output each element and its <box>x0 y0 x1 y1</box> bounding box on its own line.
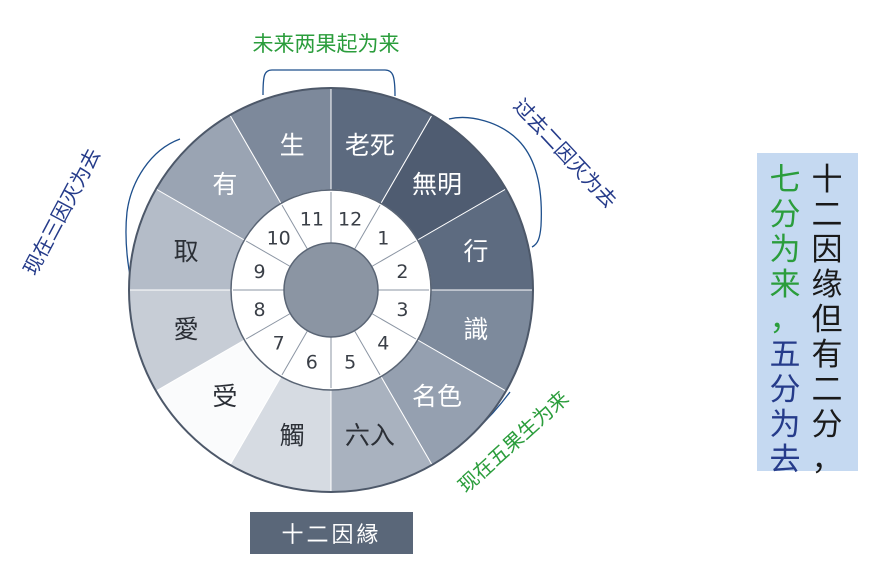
side-note-char: 二 <box>811 372 843 408</box>
side-note-panel: 十二因缘但有二分， 七分为来，五分为去 <box>757 153 858 478</box>
inner-divider <box>354 330 381 376</box>
hub-circle <box>283 242 379 338</box>
outer-segment-label: 老死 <box>345 131 395 160</box>
outer-segment-label: 愛 <box>174 315 199 344</box>
outer-segment-label: 六入 <box>345 421 395 450</box>
outer-segment-label: 觸 <box>280 421 305 450</box>
inner-number: 12 <box>338 209 362 231</box>
inner-divider <box>354 204 381 250</box>
side-note-char: 分 <box>811 407 843 443</box>
side-note-char-green: 来 <box>769 267 801 303</box>
side-note-char-navy: 去 <box>769 442 801 478</box>
inner-number: 7 <box>273 332 285 354</box>
diagram-title: 十二因縁 <box>250 512 413 554</box>
side-note-char-green: 为 <box>769 232 801 268</box>
inner-divider <box>281 204 308 250</box>
annotation-top: 未来两果起为来 <box>253 32 400 56</box>
annotation-left: 现在三因灭为去 <box>18 144 105 279</box>
side-note-char: 缘 <box>811 267 843 303</box>
outer-segment-label: 名色 <box>412 382 462 411</box>
side-note-char-green: 七 <box>769 162 801 198</box>
inner-number: 9 <box>253 261 265 283</box>
inner-divider <box>371 240 417 267</box>
inner-number: 3 <box>396 299 408 321</box>
outer-segment-label: 生 <box>280 131 305 160</box>
side-note-char-navy: 分 <box>769 372 801 408</box>
side-note-char-green: ， <box>769 302 801 338</box>
outer-segment-label: 受 <box>212 382 237 411</box>
outer-segment-label: 識 <box>463 315 488 344</box>
outer-segment-label: 取 <box>174 237 199 266</box>
inner-divider <box>371 313 417 340</box>
inner-number: 5 <box>344 351 356 373</box>
side-note-char-navy: 为 <box>769 407 801 443</box>
side-note-char: 二 <box>811 197 843 233</box>
side-note-char: ， <box>811 442 843 478</box>
side-note-char: 有 <box>811 337 843 373</box>
inner-number: 11 <box>300 209 324 231</box>
side-note-char: 但 <box>811 302 843 338</box>
outer-segment-label: 有 <box>212 170 237 199</box>
inner-number: 4 <box>377 332 389 354</box>
side-note-char: 十 <box>811 162 843 198</box>
outer-segment-label: 行 <box>463 237 488 266</box>
inner-number: 1 <box>377 228 389 250</box>
inner-divider <box>245 313 291 340</box>
side-note-char-green: 分 <box>769 197 801 233</box>
inner-number: 6 <box>306 351 318 373</box>
inner-number: 2 <box>396 261 408 283</box>
outer-ring-border <box>128 87 534 493</box>
side-note-left-column: 七分为来，五分为去 <box>767 163 803 478</box>
side-note-right-column: 十二因缘但有二分， <box>809 163 845 478</box>
side-note-char-navy: 五 <box>769 337 801 373</box>
inner-number: 8 <box>253 299 265 321</box>
outer-segment-label: 無明 <box>412 170 462 199</box>
inner-divider <box>281 330 308 376</box>
inner-number: 10 <box>267 228 291 250</box>
side-note-char: 因 <box>811 232 843 268</box>
inner-divider <box>245 240 291 267</box>
annotation-upper-right: 过去二因灭为去 <box>509 94 622 213</box>
